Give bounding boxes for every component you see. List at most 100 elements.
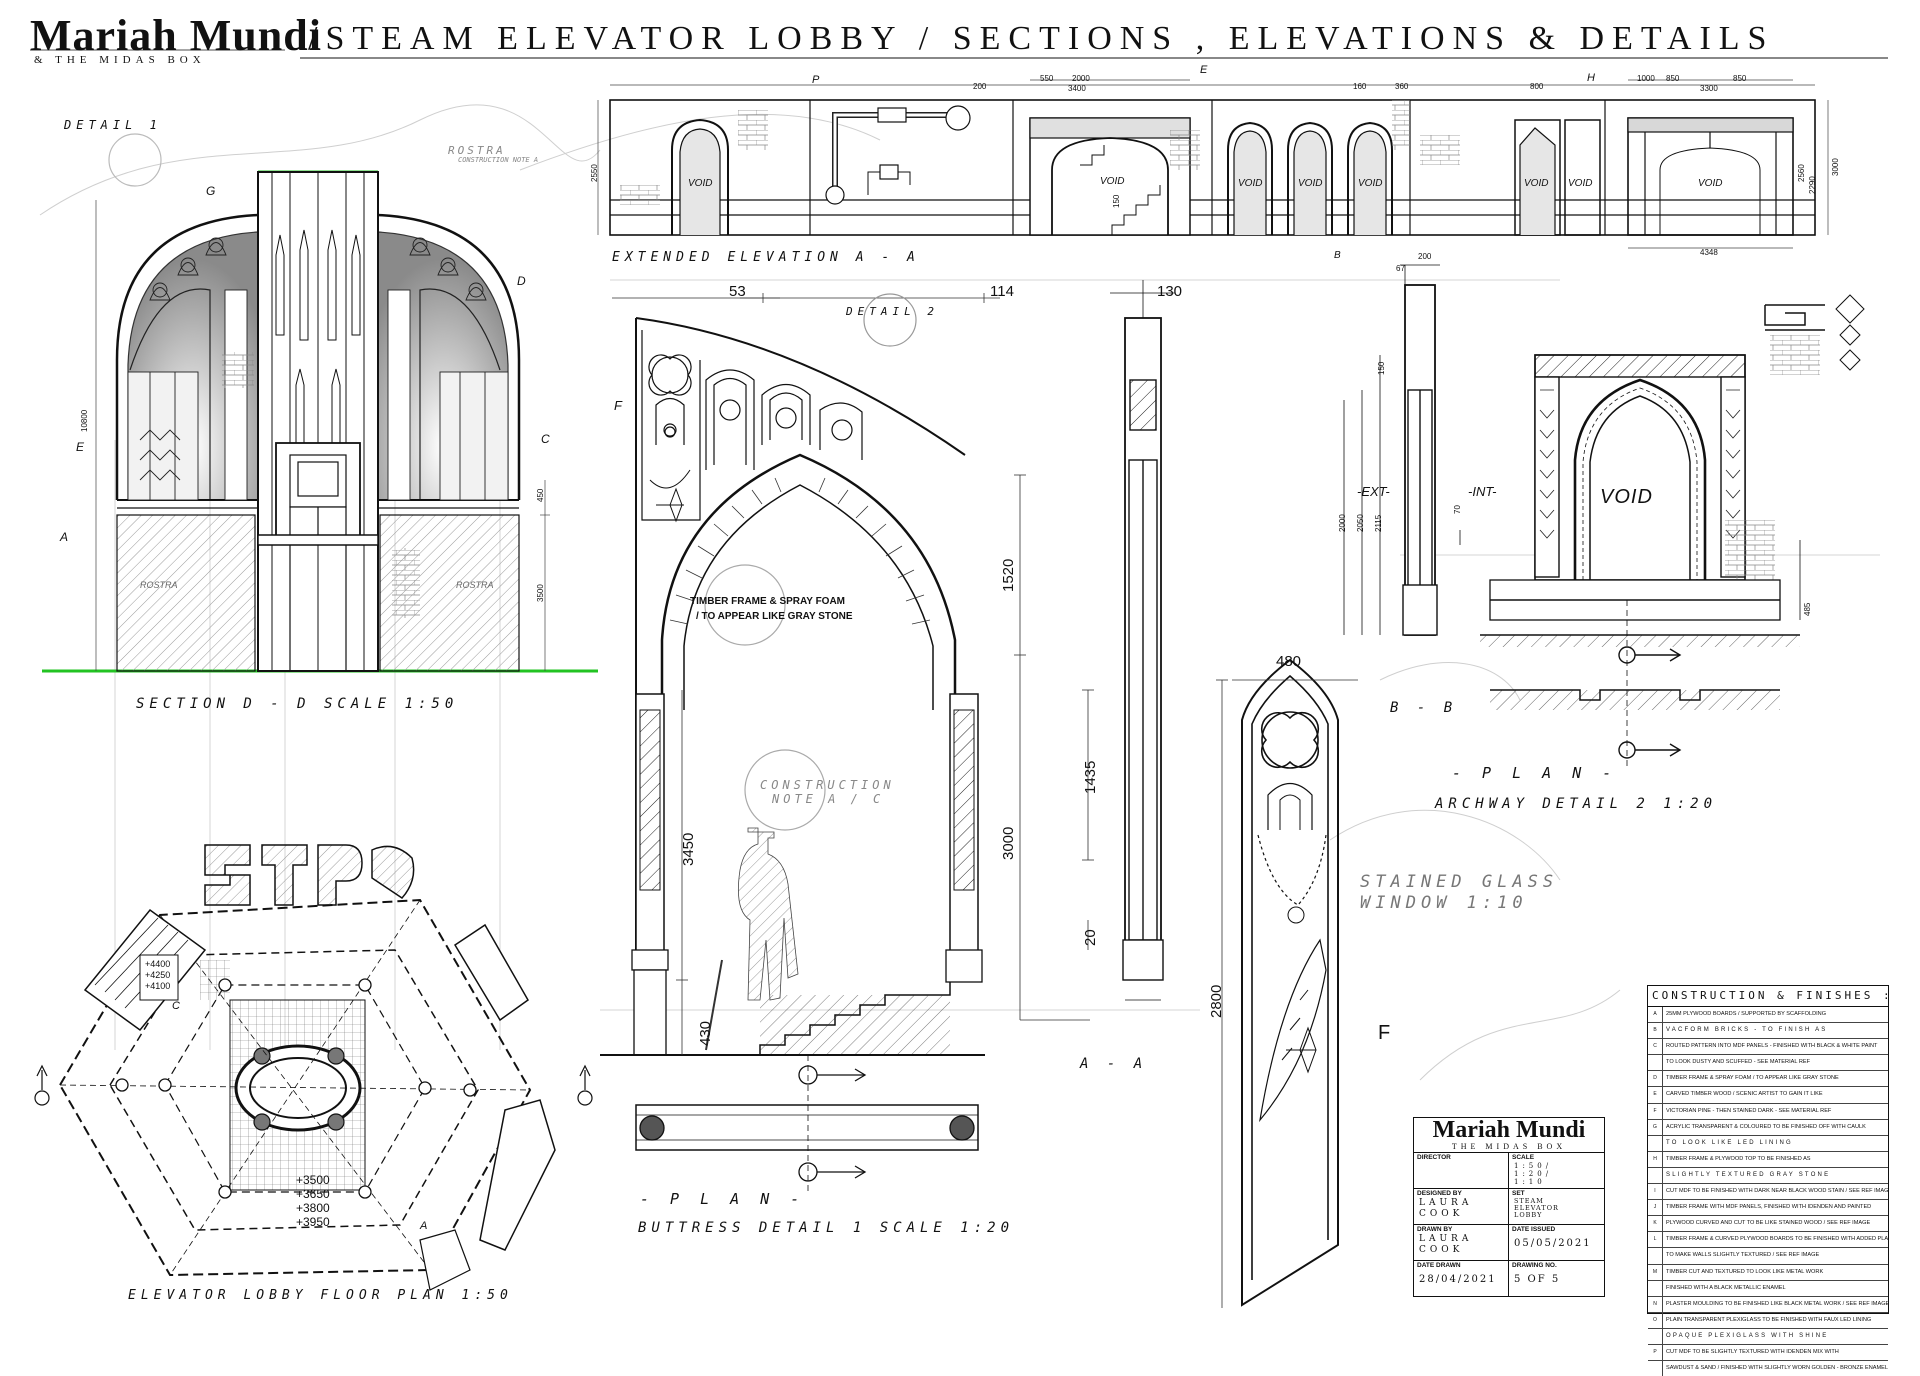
buttress-plan-label: - P L A N - — [640, 1190, 806, 1208]
rostra-note: ROSTRA — [448, 144, 506, 157]
finish-row: FINISHED WITH A BLACK METALLIC ENAMEL — [1648, 1280, 1888, 1297]
extended-elevation-title: EXTENDED ELEVATION A - A — [612, 250, 920, 265]
dim-3450: 3450 — [680, 832, 697, 866]
finish-key: I — [1648, 1184, 1663, 1200]
mark-p: P — [812, 74, 820, 86]
floor-levels: +3500 +3650 +3800 +3950 — [296, 1173, 330, 1229]
finish-text: VACFORM BRICKS - TO FINISH AS — [1666, 1027, 1828, 1034]
mark-g: G — [206, 184, 216, 198]
finish-text: TIMBER FRAME & PLYWOOD TOP TO BE FINISHE… — [1666, 1155, 1811, 1162]
stained-glass-window — [1216, 658, 1358, 1308]
finish-row: TO MAKE WALLS SLIGHTLY TEXTURED / SEE RE… — [1648, 1248, 1888, 1265]
dim-53: 53 — [729, 283, 746, 300]
aa-label: A - A — [1080, 1056, 1148, 1072]
mark-h: H — [1587, 72, 1595, 84]
finish-text: PLYWOOD CURVED AND CUT TO BE LIKE STAINE… — [1666, 1220, 1871, 1227]
detail-1-circle — [108, 133, 162, 187]
dim-200: 200 — [1418, 252, 1432, 261]
finish-text: TO LOOK DUSTY AND SCUFFED - SEE MATERIAL… — [1666, 1059, 1811, 1066]
dim-2050: 2050 — [1356, 514, 1365, 532]
designed-value-2: COOK — [1419, 1209, 1464, 1219]
finish-key: D — [1648, 1071, 1663, 1087]
set-value-3: LOBBY — [1514, 1211, 1543, 1219]
timber-note-1: TIMBER FRAME & SPRAY FOAM — [690, 596, 846, 607]
finish-key: J — [1648, 1200, 1663, 1216]
drawn-value-2: COOK — [1419, 1245, 1464, 1255]
tb-row-director: DIRECTOR SCALE 1:50/ 1:20/ 1:10 — [1414, 1153, 1604, 1189]
finish-key: A — [1648, 1007, 1663, 1023]
edim-2550: 2550 — [590, 164, 599, 182]
dim-430: 430 — [697, 1020, 714, 1046]
stained-glass-title-1: STAINED GLASS — [1360, 872, 1559, 892]
mark-e: E — [76, 440, 85, 454]
finish-text: CUT MDF TO BE FINISHED WITH DARK NEAR BL… — [1666, 1188, 1888, 1195]
floor-level: +3950 — [296, 1215, 330, 1229]
stair-level: +4400 — [145, 959, 171, 969]
finish-key — [1648, 1280, 1663, 1296]
scale-value-1: 1:50/ — [1514, 1162, 1553, 1170]
finish-text: OPAQUE PLEXIGLASS WITH SHINE — [1666, 1332, 1829, 1339]
scale-value-3: 1:10 — [1514, 1178, 1546, 1186]
section-dd — [42, 170, 598, 673]
finish-key — [1648, 1361, 1663, 1376]
extended-elevation-aa — [597, 79, 1829, 249]
mark-a: A — [60, 530, 69, 544]
tb-row-drawn: DRAWN BY LAURA COOK DATE ISSUED 05/05/20… — [1414, 1225, 1604, 1261]
edim-160: 160 — [1353, 82, 1367, 91]
drawing-heading: DRAWING NO. — [1512, 1262, 1557, 1269]
dim-1435: 1435 — [1082, 760, 1099, 794]
timber-note-2: / TO APPEAR LIKE GRAY STONE — [696, 611, 853, 622]
finish-row: TO LOOK LIKE LED LINING — [1648, 1135, 1888, 1152]
finish-key — [1648, 1328, 1663, 1344]
stained-glass-title-2: WINDOW 1:10 — [1360, 893, 1528, 913]
dim-450: 450 — [536, 488, 545, 502]
floor-plan-title: ELEVATOR LOBBY FLOOR PLAN 1:50 — [128, 1288, 513, 1303]
edim-850b: 850 — [1733, 74, 1747, 83]
finish-key — [1648, 1167, 1663, 1184]
finish-text: TO LOOK LIKE LED LINING — [1666, 1139, 1793, 1146]
dim-2800: 2800 — [1208, 984, 1225, 1018]
finish-key — [1648, 1135, 1663, 1151]
finish-text: TIMBER FRAME & CURVED PLYWOOD BOARDS TO … — [1666, 1236, 1888, 1243]
edim-2560: 2560 — [1797, 164, 1806, 182]
finish-text: TIMBER FRAME & SPRAY FOAM / TO APPEAR LI… — [1666, 1075, 1839, 1082]
mark-f: F — [614, 398, 622, 413]
finish-key: E — [1648, 1087, 1663, 1103]
elev-void-1: VOID — [688, 178, 713, 189]
edim-200: 200 — [973, 82, 987, 91]
finish-text: CUT MDF TO BE SLIGHTLY TEXTURED WITH IDE… — [1666, 1348, 1839, 1355]
dim-2115: 2115 — [1374, 514, 1383, 532]
stair-levels: +4400 +4250 +4100 — [145, 959, 170, 992]
drawn-heading: DRAWN BY — [1417, 1226, 1453, 1233]
sheet-title: /STEAM ELEVATOR LOBBY / SECTIONS , ELEVA… — [308, 20, 1775, 57]
finish-key: N — [1648, 1296, 1663, 1312]
bb-label: B - B — [1390, 700, 1458, 716]
finish-text: TIMBER CUT AND TEXTURED TO LOOK LIKE MET… — [1666, 1268, 1824, 1275]
construction-note-circle — [744, 749, 826, 831]
mark-b: B — [1334, 250, 1341, 261]
tb-row-date: DATE DRAWN 28/04/2021 DRAWING NO. 5 OF 5 — [1414, 1261, 1604, 1296]
edim-4348: 4348 — [1700, 248, 1718, 257]
elev-void-3: VOID — [1238, 178, 1263, 189]
mark-d: D — [517, 274, 526, 288]
mark-c2: C — [172, 1000, 180, 1012]
edim-2290: 2290 — [1808, 176, 1817, 194]
scale-value-2: 1:20/ — [1514, 1170, 1553, 1178]
detail-1-label: DETAIL 1 — [64, 118, 162, 132]
timber-note-circle — [704, 564, 786, 646]
archway-detail-title: ARCHWAY DETAIL 2 1:20 — [1435, 796, 1718, 812]
edim-3300: 3300 — [1700, 84, 1718, 93]
edim-2000: 2000 — [1072, 74, 1090, 83]
